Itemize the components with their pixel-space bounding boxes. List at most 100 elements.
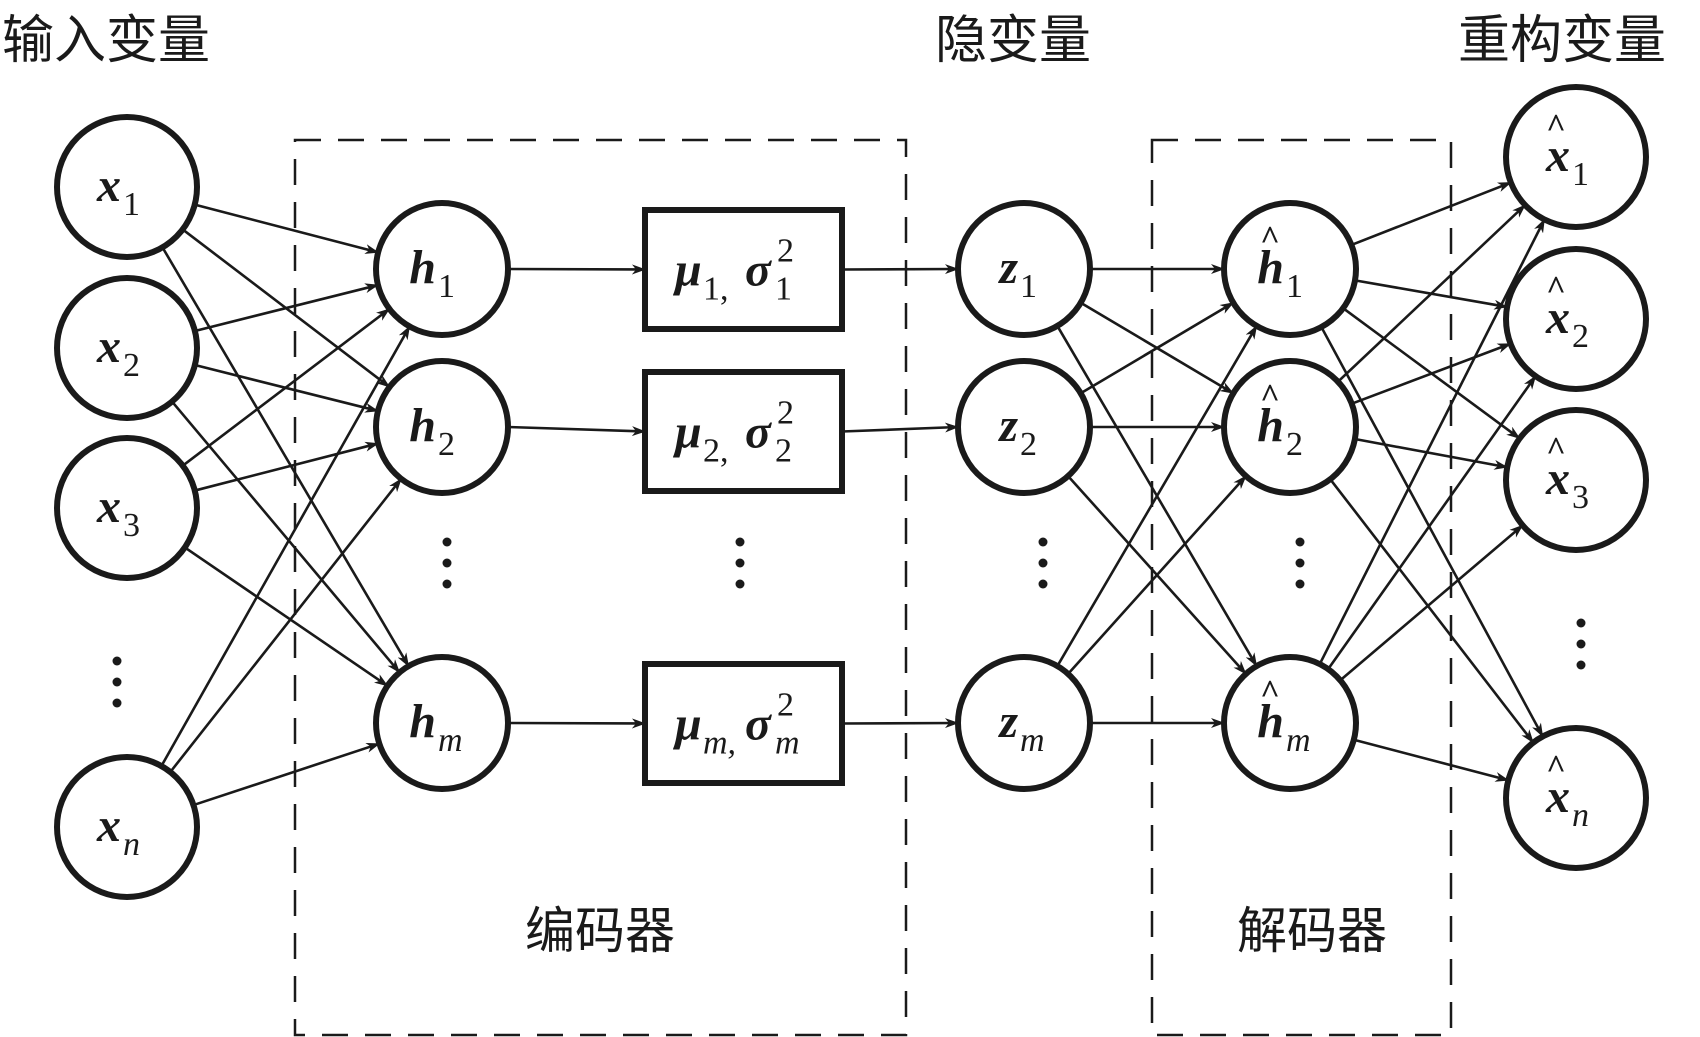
input-variables-title: 输入变量: [2, 11, 210, 71]
edges-layer: [160, 181, 1546, 807]
ellipsis-dot: [1038, 579, 1048, 589]
ellipsis-dot: [442, 558, 452, 568]
param-box-rect: [642, 369, 845, 494]
input-node-circle: [54, 114, 200, 260]
edge-latent-2-to-dhidden-1: [1067, 475, 1247, 675]
encoder-group-box: [293, 138, 908, 1037]
input-ellipsis: [112, 656, 122, 708]
mu-symbol: μ: [672, 244, 702, 297]
ellipsis-dot: [1038, 558, 1048, 568]
output-ellipsis: [1576, 618, 1586, 670]
sigma-symbol: σ: [745, 244, 772, 297]
edge-hidden-2-to-params: [507, 718, 646, 729]
edge-input-1-to-hidden-2: [171, 400, 401, 674]
hidden-node-circle: [373, 654, 511, 792]
ellipsis-dot: [1295, 579, 1305, 589]
decoded-hidden-node-2: h^2: [1221, 358, 1359, 496]
decoder-label: 解码器: [1237, 902, 1387, 960]
edge-dhidden-2-to-output-2: [1339, 524, 1524, 682]
decoded-hidden-node-symbol: h: [1257, 695, 1284, 748]
input-node-symbol: x: [96, 159, 121, 212]
decoded-hidden-node-subscript: 1: [1286, 268, 1303, 305]
input-node-subscript: 1: [123, 186, 140, 223]
latent-node-symbol: z: [997, 695, 1018, 748]
input-node-subscript: n: [123, 826, 140, 863]
output-node-4: x^n: [1503, 725, 1649, 871]
output-node-subscript: n: [1572, 797, 1589, 834]
ellipsis-dot: [1038, 537, 1048, 547]
sigma-symbol: σ: [745, 406, 772, 459]
output-node-1: x^1: [1503, 84, 1649, 230]
hidden-node-symbol: h: [409, 241, 436, 294]
sigma-subscript: 2: [775, 433, 792, 470]
edge-dhidden-0-to-output-3: [1320, 326, 1544, 738]
input-node-subscript: 3: [123, 507, 140, 544]
edge-params-2-to-latent: [841, 718, 959, 729]
sigma-symbol: σ: [745, 698, 772, 751]
edge-dhidden-1-to-output-0: [1337, 204, 1526, 383]
edge-dhidden-2-to-output-0: [1318, 218, 1546, 665]
edge-input-1-to-hidden-0: [194, 283, 379, 333]
sigma-superscript: 2: [777, 233, 794, 270]
edge-input-2-to-hidden-0: [181, 307, 391, 467]
ellipsis-dot: [112, 677, 122, 687]
hidden-node-circle: [373, 358, 511, 496]
output-node-hat: ^: [1546, 431, 1566, 468]
mu-subscript: 2,: [703, 433, 729, 470]
input-node-symbol: x: [96, 799, 121, 852]
hidden-ellipsis: [442, 537, 452, 589]
latent-node-subscript: 2: [1020, 426, 1037, 463]
encoder-label: 编码器: [525, 902, 675, 960]
decoded-hidden-node-hat: ^: [1260, 378, 1280, 415]
decoded-hidden-node-circle: [1221, 358, 1359, 496]
edge-input-0-to-hidden-0: [194, 203, 380, 254]
sigma-superscript: 2: [777, 687, 794, 724]
sigma-subscript: 1: [775, 271, 792, 308]
decoded-hidden-node-subscript: 2: [1286, 426, 1303, 463]
decoded-hidden-node-symbol: h: [1257, 241, 1284, 294]
edge-input-3-to-hidden-0: [160, 325, 411, 767]
latent-node-subscript: 1: [1020, 268, 1037, 305]
hidden-node-subscript: 2: [438, 426, 455, 463]
latent-node-symbol: z: [997, 241, 1018, 294]
hidden-node-circle: [373, 200, 511, 338]
mu-subscript: 1,: [703, 271, 729, 308]
output-node-circle: [1503, 246, 1649, 392]
ellipsis-dot: [112, 656, 122, 666]
latent-node-symbol: z: [997, 399, 1018, 452]
ellipsis-dot: [1295, 558, 1305, 568]
mu-subscript: m,: [703, 725, 736, 762]
edge-dhidden-1-to-output-1: [1351, 342, 1512, 405]
ellipsis-dot: [442, 537, 452, 547]
output-node-symbol: x: [1545, 770, 1570, 823]
output-node-symbol: x: [1545, 129, 1570, 182]
edge-dhidden-1-to-output-2: [1354, 437, 1509, 470]
ellipsis-dot: [735, 558, 745, 568]
mu-symbol: μ: [672, 406, 702, 459]
edge-input-0-to-hidden-2: [161, 246, 410, 667]
param-box-rect: [642, 661, 845, 786]
input-node-symbol: x: [96, 480, 121, 533]
ellipsis-dot: [1295, 537, 1305, 547]
output-node-3: x^3: [1503, 407, 1649, 553]
latent-variables-title: 隐变量: [935, 11, 1091, 71]
hidden-node-subscript: m: [438, 722, 463, 759]
output-node-subscript: 3: [1572, 479, 1589, 516]
edge-input-2-to-hidden-2: [184, 546, 389, 687]
reconstructed-variables-title: 重构变量: [1458, 11, 1666, 71]
latent-node-circle: [955, 654, 1093, 792]
edge-input-2-to-hidden-1: [194, 441, 380, 492]
output-node-subscript: 2: [1572, 318, 1589, 355]
edge-latent-1-to-dhidden-0: [1080, 301, 1235, 395]
ellipsis-dot: [1576, 660, 1586, 670]
edge-dhidden-2-to-output-3: [1353, 738, 1510, 782]
edge-params-1-to-latent: [841, 422, 959, 433]
